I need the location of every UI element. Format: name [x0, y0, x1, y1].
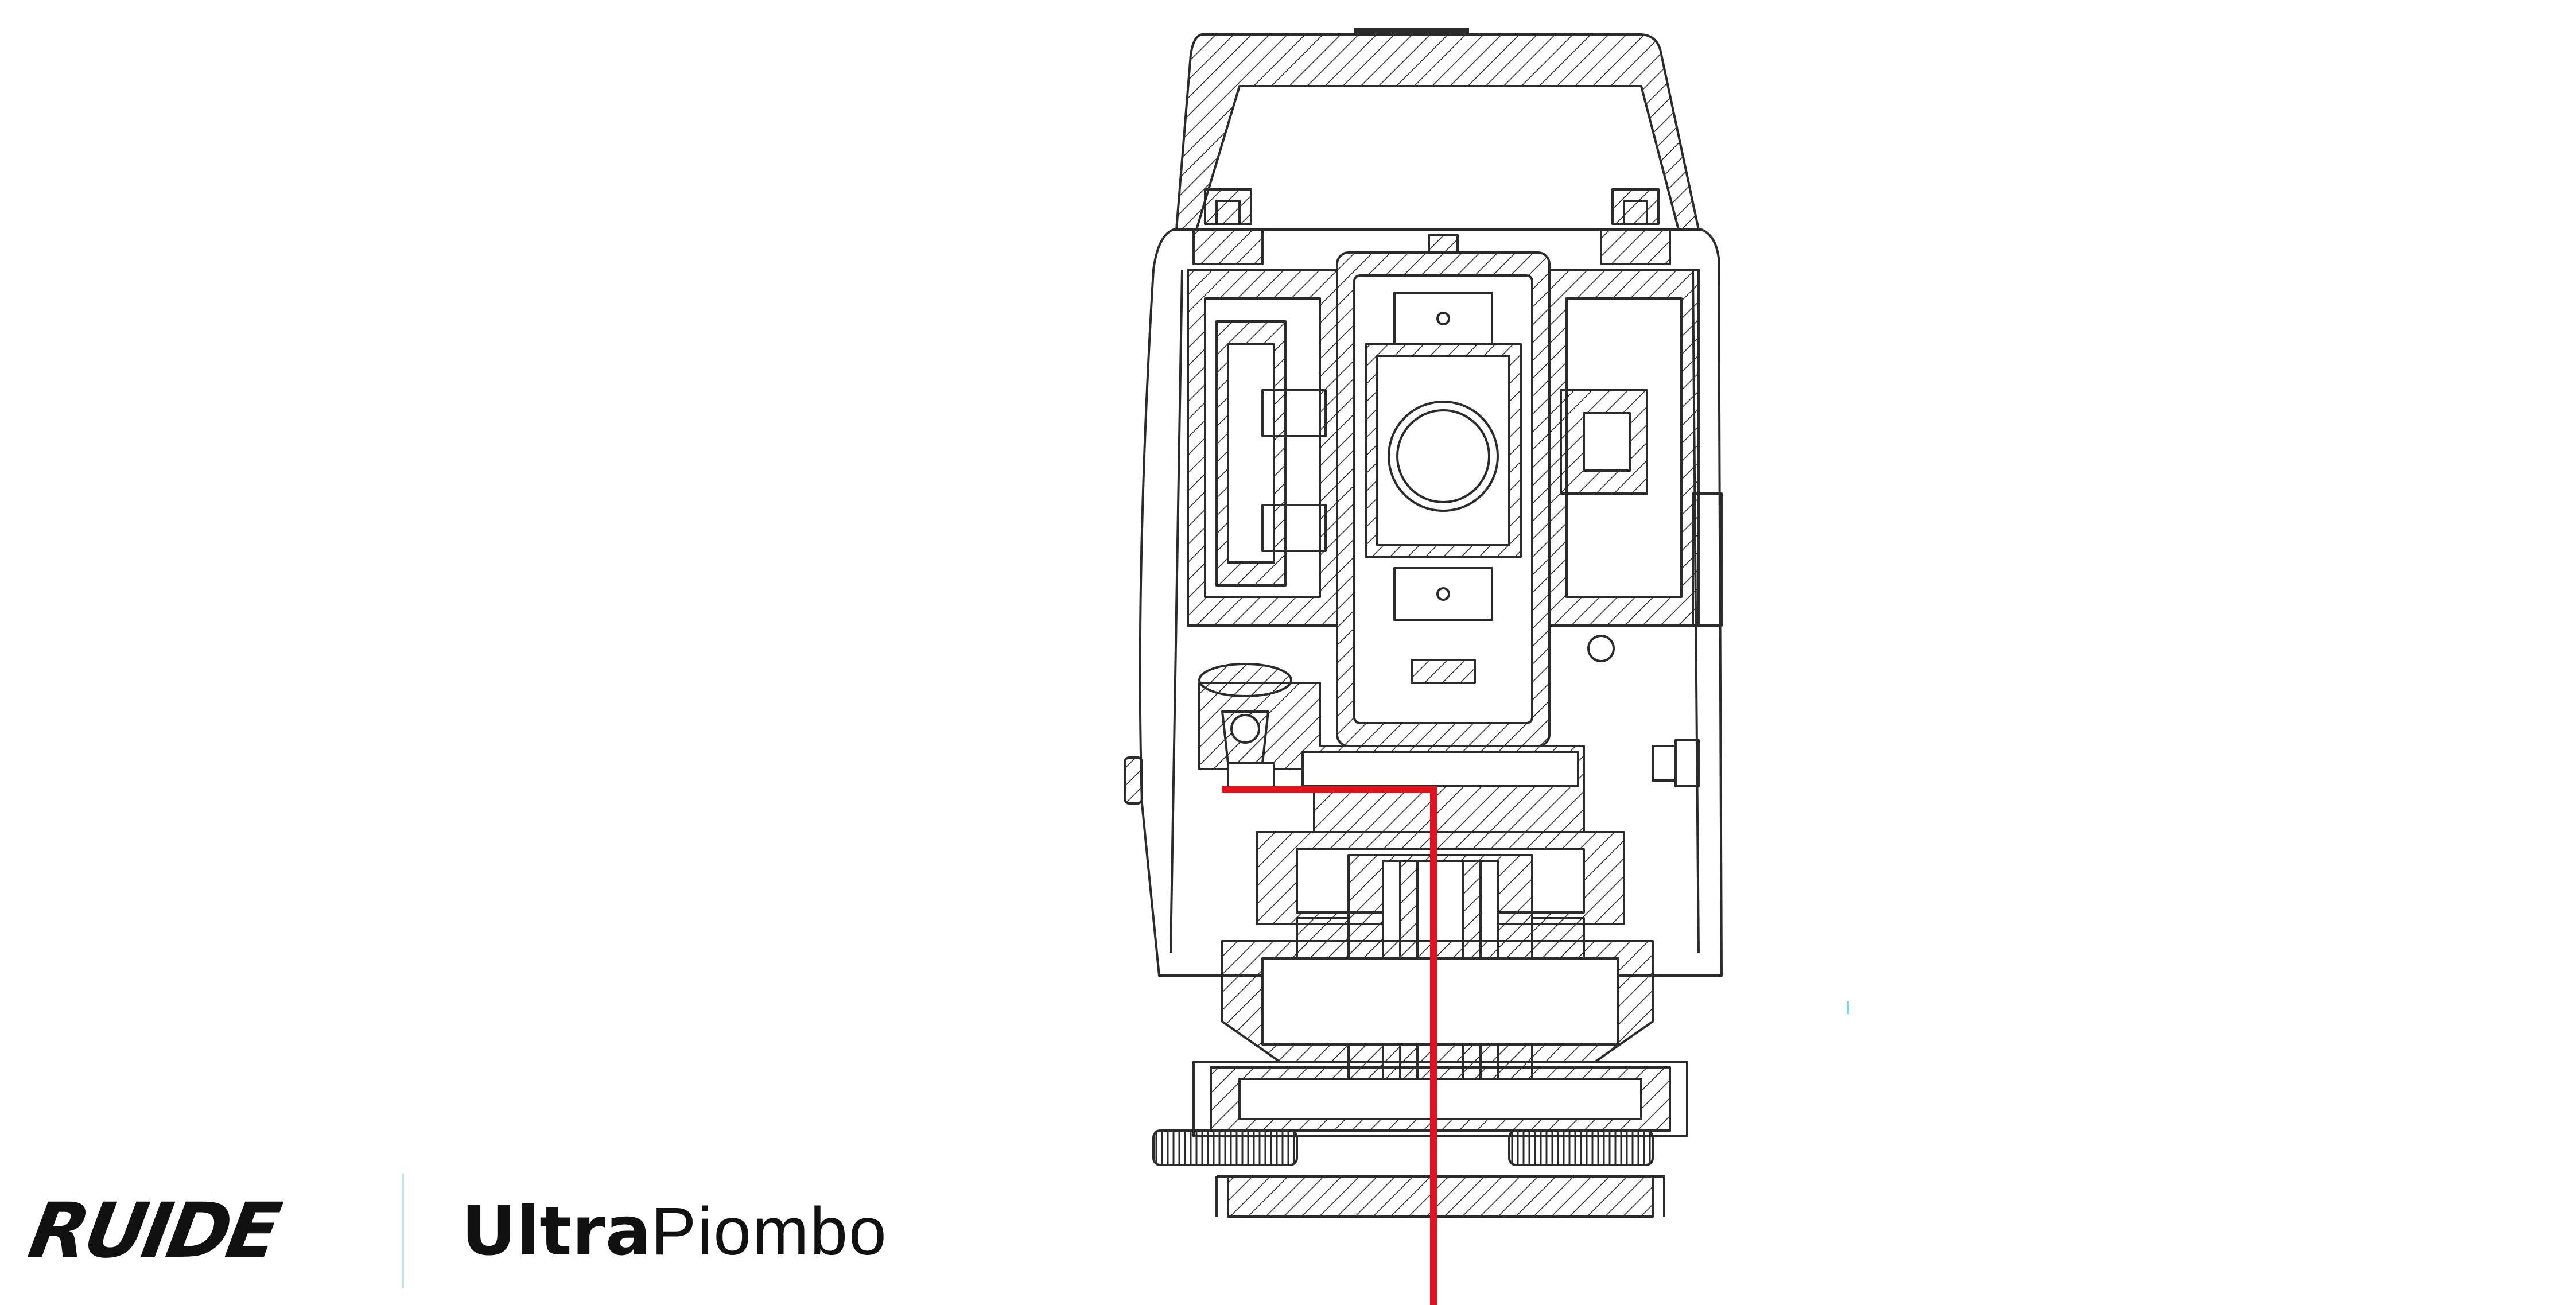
outer-housing [1139, 228, 1723, 977]
brand-footer: RUIDE UltraPiombo [23, 1165, 888, 1297]
side-knob [1124, 756, 1143, 805]
product-name: UltraPiombo [461, 1197, 888, 1265]
handle-mount-left [1192, 188, 1264, 265]
handle-mount-right [1600, 188, 1671, 265]
ruide-logo-text: RUIDE [22, 1187, 284, 1275]
telescope [1336, 234, 1551, 747]
laser-plummet-line [1225, 786, 1437, 1305]
tribrach [1192, 940, 1688, 1218]
product-name-light: Piombo [651, 1193, 888, 1269]
product-name-strong: Ultra [461, 1191, 651, 1271]
right-standard [1548, 269, 1723, 662]
alidade-block [1198, 663, 1585, 833]
left-standard [1187, 269, 1338, 627]
leveling-screw-left [1152, 1129, 1298, 1166]
brand-divider [402, 1174, 404, 1288]
leveling-screw-right [1508, 1129, 1654, 1166]
instrument-body [1124, 28, 1723, 1218]
ruide-logo: RUIDE [22, 1187, 333, 1275]
cyan-mark [1847, 1001, 1849, 1014]
